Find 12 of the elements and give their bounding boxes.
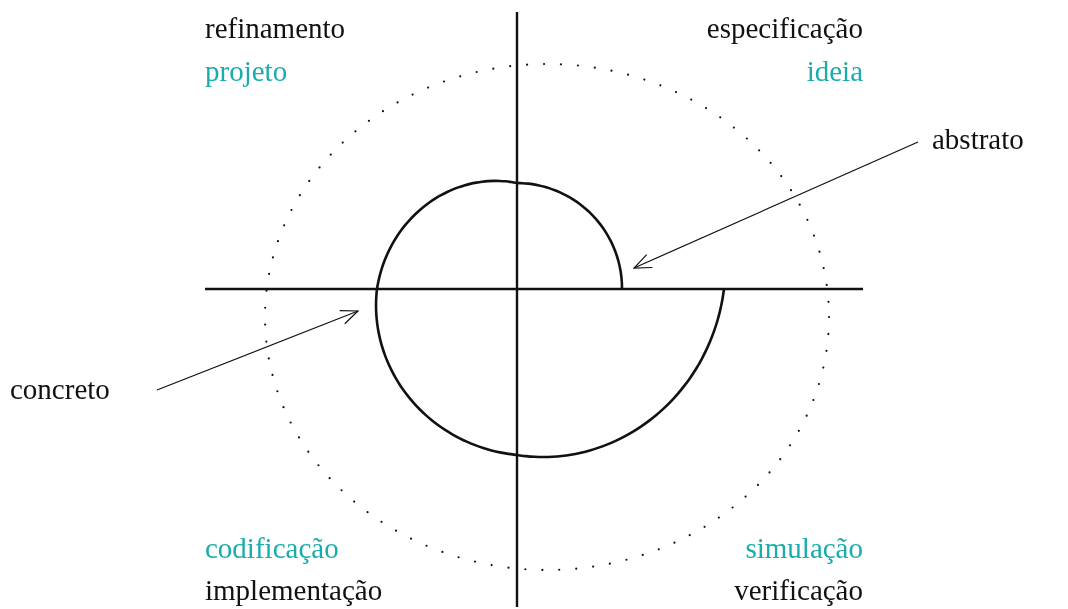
text-label: refinamento bbox=[205, 12, 346, 44]
text-label: concreto bbox=[10, 373, 110, 405]
text-label: implementação bbox=[205, 574, 383, 606]
text-label: verificação bbox=[734, 574, 863, 606]
text-label: abstrato bbox=[932, 123, 1024, 155]
text-label: especificação bbox=[706, 12, 863, 44]
text-label: ideia bbox=[806, 55, 863, 87]
leader-arrow bbox=[633, 141, 919, 269]
text-label: simulação bbox=[745, 532, 863, 564]
text-label: projeto bbox=[205, 55, 288, 87]
text-label: codificação bbox=[205, 532, 339, 564]
leader-arrow bbox=[156, 310, 359, 391]
